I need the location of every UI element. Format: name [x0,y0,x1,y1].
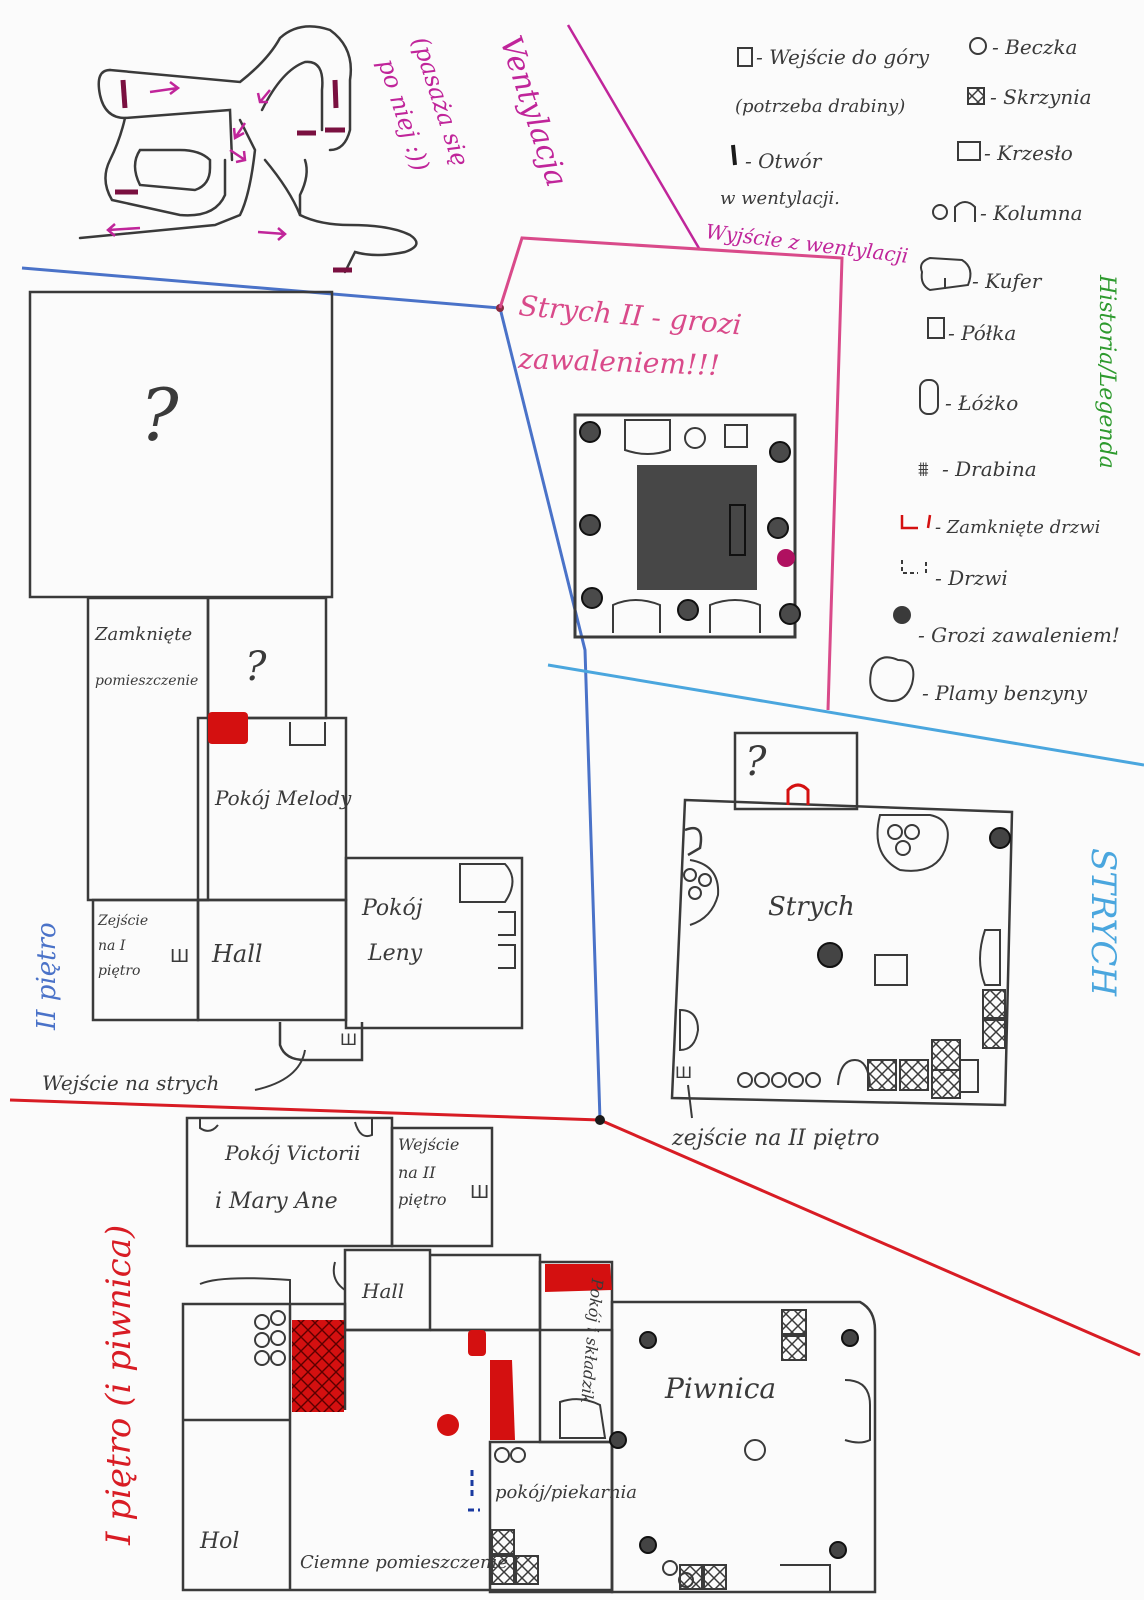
floor2-plan [28,290,524,1062]
floor2-lena-room [344,856,524,1030]
legend-up-note: (potrzeba drabiny) [735,96,905,117]
floor1-boundary-line-left [9,1098,601,1122]
floor1-stairs-up-label-1: Wejście [398,1135,459,1154]
floor1-red-bed [490,1360,515,1440]
floor1-victoria-label-2: i Mary Ane [215,1189,338,1214]
floor1-storage-label: Pokój i składzik [577,1277,607,1405]
floor1-dark-room-label: Ciemne pomieszczenie [300,1552,508,1573]
floor1-victoria-label-1: Pokój Victorii [224,1141,361,1165]
floor1-cellar-label: Piwnica [664,1372,776,1405]
attic-stairs-label: zejście na II piętro [671,1126,880,1151]
floor1-stairs-up-label-2: na II [398,1163,436,1182]
floor1-barrels [254,1310,766,1588]
floor1-hall-top-label: Hall [361,1279,404,1303]
attic-plan [670,731,1014,1107]
legend-shelf: - Półka [948,321,1016,345]
floor2-small-unknown-mark: ? [245,644,267,690]
ventilation-ducts [78,25,418,274]
floor1-danger-columns [609,1329,859,1559]
floor2-attic-entrance-pointer [254,1049,306,1091]
floor2-stairs-label-3: piętro [98,963,140,979]
floor2-attic-stair-rungs: Ш [340,1030,357,1049]
legend-danger: - Grozi zawaleniem! [918,623,1120,647]
floor1-red-barrel [437,1414,459,1436]
floor2-locked-room-label-1: Zamknięte [94,624,192,645]
floor2-locked-door [208,712,248,744]
floor2-lena-room-label-2: Leny [367,941,423,966]
attic-boundary-line [547,663,1144,767]
attic2-collapse-zone [637,465,757,590]
floor2-hall-label: Hall [211,940,263,968]
floor2-small-unknown [206,596,328,720]
floor2-unknown-room [28,290,334,599]
floor1-blue-door [468,1470,480,1512]
legend-column: - Kolumna [980,201,1083,225]
legend-opening-note: w wentylacji. [720,188,840,209]
attic-stairs-pointer [687,1084,693,1119]
attic2-frame [498,236,844,711]
ventilation-openings [115,79,352,273]
legend-up: - Wejście do góry [756,45,930,69]
floor1-red-crate-stack [292,1320,344,1412]
attic-unknown-room [733,731,859,811]
floor1-boundary-line-right [599,1118,1141,1357]
floor2-melody-room-label: Pokój Melody [214,786,352,810]
attic-locked-door [786,783,810,805]
floor1-victoria-room [185,1116,394,1248]
vent-exit-pointer [566,24,702,251]
floor1-kitchen-label: pokój/piekarnia [495,1482,637,1503]
attic-barrels [683,824,920,1088]
legend-opening: - Otwór [745,149,823,173]
legend-chair: - Krzesło [984,141,1073,165]
floor1-red-chest [545,1264,612,1292]
legend-chest: - Kufer [972,269,1043,293]
floor1-stair-rungs: Ш [470,1182,489,1203]
attic2-title-1: Strych II - grozi [517,289,743,341]
floor2-side-label: II piętro [32,922,62,1031]
floor1-red-door [468,1330,486,1356]
floor2-stair-rungs: Ш [170,946,189,967]
floor1-hall-bottom-label: Hol [199,1529,239,1554]
attic-danger-columns [817,827,1011,968]
attic-side-label: STRYCH [1083,848,1123,997]
floor1-plan [181,1116,877,1594]
legend: - Wejście do góry (potrzeba drabiny) - B… [704,35,1119,705]
floor2-lena-room-label-1: Pokój [361,896,423,921]
floor1-side-label: I piętro (i piwnica) [99,1225,139,1546]
floor2-unknown-mark: ? [140,373,179,457]
floor2-attic-entrance-label: Wejście na strych [42,1071,219,1095]
floor2-stairs-label-1: Zejście [97,913,148,929]
ventilation-title: Ventylacja [492,32,574,192]
legend-stains: - Plamy benzyny [922,681,1088,705]
legend-ladder-icon: ⩩ [918,457,929,481]
legend-door: - Drzwi [935,566,1008,590]
attic2-room [573,413,801,639]
legend-vent-exit: Wyjście z wentylacji [704,219,909,268]
floor2-stairs-label-2: na I [98,938,126,954]
legend-crate: - Skrzynia [990,85,1092,109]
ventilation-arrows [106,81,287,241]
attic-stair-rungs: Ш [675,1063,692,1082]
floor1-main-block [181,1302,614,1592]
floor1-stairs-up [390,1126,494,1248]
attic2-title-2: zawaleniem!!! [517,342,721,382]
legend-locked-door: - Zamknięte drzwi [935,517,1100,538]
attic-unknown-mark: ? [745,739,767,785]
floor2-boundary-line [21,266,602,1121]
floor1-cellar [610,1300,877,1594]
legend-ladder: - Drabina [942,457,1037,481]
legend-bed: - Łóżko [945,391,1018,415]
legend-barrel: - Beczka [992,35,1077,59]
attic-room-label: Strych [768,892,855,922]
floor1-stairs-up-label-3: piętro [398,1190,447,1209]
floor2-locked-room-label-2: pomieszczenie [95,673,198,689]
legend-title: Historia/Legenda [1094,274,1119,469]
floor1-crates [491,1309,807,1590]
